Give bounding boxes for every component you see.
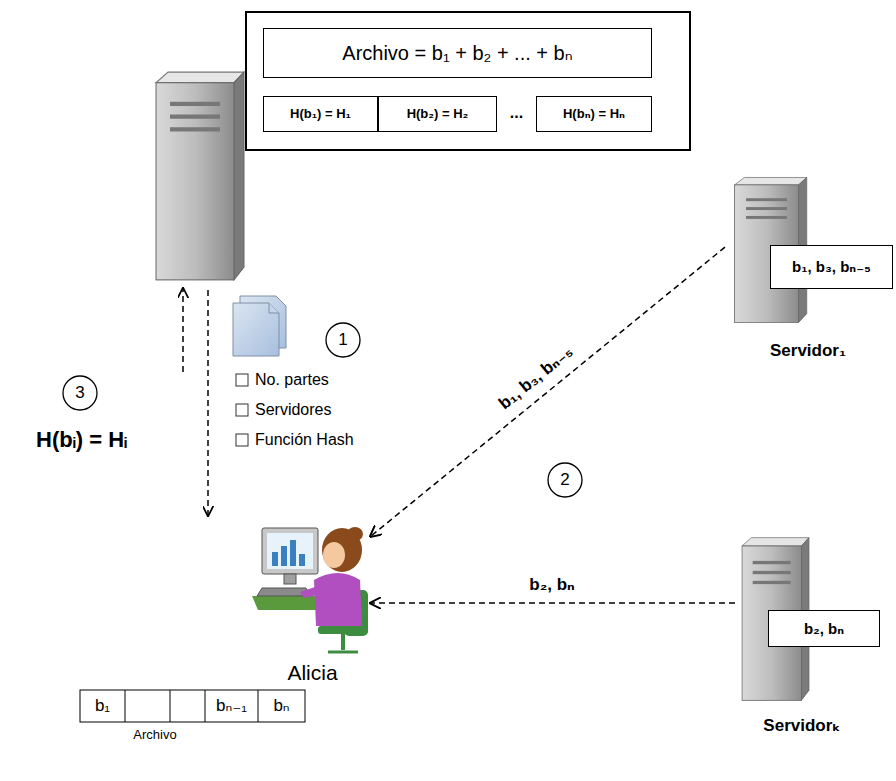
box-text: H(b₂) = H₂ bbox=[407, 106, 469, 122]
box-text: H(bₙ) = Hₙ bbox=[563, 106, 625, 122]
ellipsis: ... bbox=[497, 96, 536, 130]
dashed-transfer-arrow bbox=[370, 602, 735, 604]
server-node: b₂, bₙ Servidorₖ bbox=[735, 535, 885, 745]
file-array-part bbox=[258, 690, 259, 722]
person-at-computer-part bbox=[328, 651, 358, 654]
person-at-computer-part bbox=[299, 554, 305, 566]
document-icon-part bbox=[269, 303, 279, 313]
checkboxes-part bbox=[236, 374, 248, 386]
node-caption: Alicia bbox=[255, 658, 370, 687]
document-icon-part bbox=[233, 303, 279, 356]
node-caption: Servidor₁ bbox=[753, 339, 863, 363]
edge-label: b₁, b₃, bₙ₋₅ bbox=[493, 340, 580, 416]
person-at-computer-part bbox=[322, 528, 362, 572]
request-arrows-part bbox=[182, 288, 184, 372]
person-at-computer-part bbox=[314, 573, 362, 626]
request-arrows-part bbox=[207, 290, 209, 516]
hash-box: H(b₁) = H₁ bbox=[263, 96, 378, 132]
box-text: Archivo = b₁ + b₂ + ... + bₙ bbox=[342, 41, 572, 65]
table-cell: b₁ bbox=[80, 690, 125, 722]
hash-box: H(b₂) = H₂ bbox=[378, 96, 497, 132]
checkboxes-part bbox=[236, 434, 248, 446]
callout-number: 3 bbox=[63, 376, 97, 410]
checklist-item: Servidores bbox=[255, 399, 331, 421]
person-at-computer-part bbox=[272, 552, 278, 566]
step-circles bbox=[63, 323, 582, 497]
person-at-computer-part bbox=[341, 634, 345, 650]
step-circles-part bbox=[548, 463, 582, 497]
box-text: H(b₁) = H₁ bbox=[290, 106, 351, 122]
hash-box: H(bₙ) = Hₙ bbox=[536, 96, 652, 132]
file-array-part bbox=[170, 690, 171, 722]
file-array-part bbox=[125, 690, 126, 722]
main-server bbox=[156, 72, 244, 280]
checkboxes bbox=[236, 374, 248, 446]
person-at-computer bbox=[252, 527, 368, 652]
person-at-computer-part bbox=[267, 533, 313, 569]
person-at-computer-part bbox=[323, 542, 345, 568]
person-node: Alicia bbox=[255, 515, 370, 687]
callout-frame bbox=[246, 12, 690, 150]
step-circles-part bbox=[63, 376, 97, 410]
person-at-computer-part bbox=[290, 540, 296, 566]
hash-check: H(bᵢ) = Hᵢ bbox=[36, 425, 127, 455]
table-cell: bₙ bbox=[258, 690, 305, 722]
table-cell: bₙ₋₁ bbox=[205, 690, 258, 722]
array-caption: Archivo bbox=[100, 725, 210, 745]
person-at-computer-part bbox=[281, 546, 287, 566]
request-arrows bbox=[183, 288, 208, 516]
checkboxes-part bbox=[236, 404, 248, 416]
file-array bbox=[80, 690, 305, 722]
callout-number: 1 bbox=[326, 323, 360, 357]
node-caption: Servidorₖ bbox=[747, 714, 857, 738]
dashed-transfer-arrow bbox=[370, 247, 725, 537]
person-at-computer-part bbox=[318, 626, 368, 634]
document-icon bbox=[233, 296, 286, 356]
server-node: b₁, b₃, bₙ₋₅ Servidor₁ bbox=[725, 175, 893, 367]
file-array-part bbox=[80, 690, 305, 722]
file-array-part bbox=[205, 690, 206, 722]
person-at-computer-part bbox=[300, 586, 322, 598]
person-at-computer-part bbox=[284, 574, 296, 584]
callout-number: 2 bbox=[548, 463, 582, 497]
edge-label: b₂, bₙ bbox=[527, 575, 579, 595]
checklist-item: No. partes bbox=[255, 369, 329, 391]
file-box: Archivo = b₁ + b₂ + ... + bₙ bbox=[263, 28, 652, 78]
step-circles-part bbox=[326, 323, 360, 357]
block-list: b₂, bₙ bbox=[768, 610, 880, 647]
block-list: b₁, b₃, bₙ₋₅ bbox=[770, 245, 893, 289]
person-at-computer-part bbox=[347, 527, 363, 541]
checklist-item: Función Hash bbox=[255, 429, 354, 451]
person-at-computer-part bbox=[262, 528, 318, 574]
